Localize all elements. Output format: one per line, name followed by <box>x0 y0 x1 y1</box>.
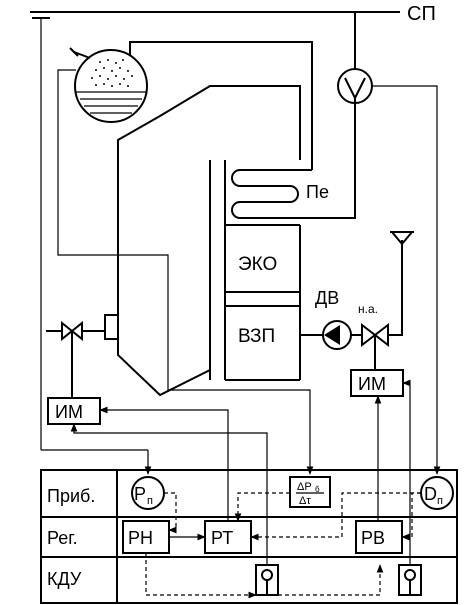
superheater-coil <box>231 96 356 219</box>
row-label-remote-control: КДУ <box>47 569 82 589</box>
economizer-label: ЭКО <box>238 254 277 275</box>
pressure-gauge-label: P <box>134 484 146 504</box>
steam-flow-gauge-label: D <box>424 484 437 504</box>
fuel-valve <box>61 320 83 342</box>
drum-vent-line <box>73 51 91 59</box>
pressure-rate-num-sub: б <box>315 485 320 494</box>
drum-steam-outlet <box>129 41 313 170</box>
air-regulator-label: РВ <box>361 528 385 548</box>
fuel-actuator <box>47 397 101 425</box>
air-heater-label: ВЗП <box>238 326 275 347</box>
rt-to-fuel-actuator <box>99 406 229 521</box>
air-valve <box>361 322 389 348</box>
air-actuator-label: ИМ <box>358 374 386 394</box>
rn-to-kdu-dashed <box>145 553 257 599</box>
fan-arrow <box>324 325 340 345</box>
dn-to-rt-dashed <box>250 492 421 541</box>
fan-label: ДВ <box>315 288 339 308</box>
air-intake-hood <box>390 231 414 246</box>
drum-level-tap <box>57 69 314 475</box>
air-valve-label: н.а. <box>358 302 378 316</box>
row-label-regulators: Рег. <box>47 528 78 548</box>
pressure-rate-sensor <box>289 476 331 508</box>
dp-to-rt-dashed <box>234 492 290 522</box>
pressure-regulator-label: РН <box>128 528 153 548</box>
drum-vent-tip <box>69 47 79 57</box>
fuel-key-to-actuator <box>70 423 268 565</box>
boiler-drum <box>74 49 148 123</box>
kdu-fuel-to-air-dashed <box>278 564 384 596</box>
steam-flow-gauge-sub: п <box>437 495 443 507</box>
pressure-rate-den: Δτ <box>299 495 311 507</box>
burner <box>104 314 119 340</box>
flow-meter-mark <box>344 77 366 101</box>
superheater-label: Пе <box>306 182 329 202</box>
air-regulator <box>355 520 403 554</box>
drum-steam-dots <box>91 59 133 87</box>
fuel-regulator-label: РТ <box>211 528 233 548</box>
air-intake-line <box>388 240 403 336</box>
steam-main-label: СП <box>407 3 436 25</box>
fuel-actuator-label: ИМ <box>55 402 83 422</box>
control-panel <box>40 469 458 604</box>
air-key-to-actuator <box>402 379 411 565</box>
dn-impulse-line <box>372 85 441 475</box>
pressure-gauge-sub: п <box>147 495 153 507</box>
pressure-rate-num: ΔP <box>297 481 312 493</box>
dn-to-rv-dashed <box>401 492 421 541</box>
pressure-regulator <box>122 520 170 554</box>
row-label-instruments: Приб. <box>47 486 95 506</box>
pn-to-rn-dashed <box>164 492 177 534</box>
